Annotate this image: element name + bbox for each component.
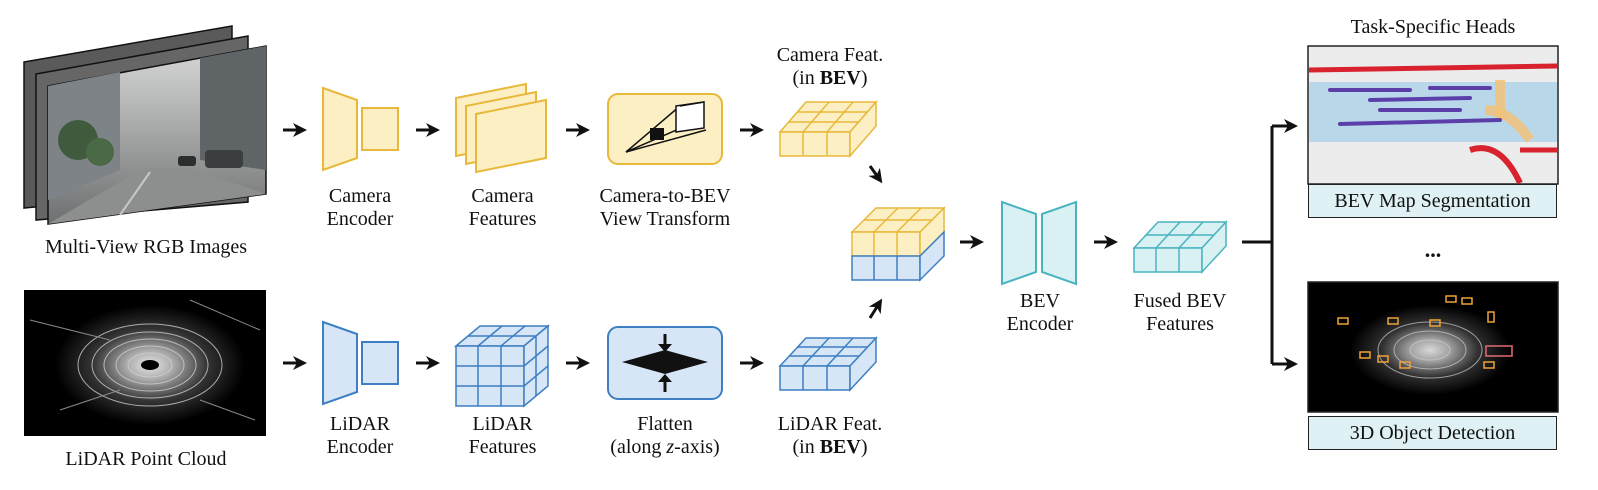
lidar-bev-feature-block <box>778 336 878 392</box>
rgb-images-stack <box>23 25 267 225</box>
heads-ellipsis: ... <box>1424 237 1442 262</box>
bev-segmentation-label: BEV Map Segmentation <box>1308 184 1557 218</box>
heads-branch-arrows <box>1242 119 1298 371</box>
fused-bev-feature-block <box>1132 220 1228 274</box>
bev-segmentation-image <box>1307 45 1559 185</box>
lidar-point-cloud-image <box>24 290 266 436</box>
concatenated-bev-block <box>850 206 946 282</box>
bev-encoder-shape <box>1001 200 1077 286</box>
view-transform-block <box>607 93 723 165</box>
merge-arrows <box>868 165 883 319</box>
detection-image <box>1307 281 1559 413</box>
lidar-features-shape <box>453 324 551 408</box>
camera-features-shape <box>455 82 547 174</box>
lidar-encoder-shape <box>322 320 399 406</box>
flatten-block <box>607 326 723 400</box>
detection-label: 3D Object Detection <box>1308 416 1557 450</box>
camera-encoder-shape <box>322 86 399 172</box>
camera-bev-feature-label: Camera Feat. (in BEV) <box>776 44 884 89</box>
lidar-point-cloud-label: LiDAR Point Cloud <box>65 448 227 470</box>
camera-bev-feature-block <box>778 99 878 159</box>
rgb-images-label: Multi-View RGB Images <box>44 236 248 258</box>
lidar-bev-feature-label: LiDAR Feat. (in BEV) <box>777 413 883 458</box>
heads-title: Task-Specific Heads <box>1350 16 1516 38</box>
flatten-label: Flatten (along z-axis) <box>610 413 720 458</box>
